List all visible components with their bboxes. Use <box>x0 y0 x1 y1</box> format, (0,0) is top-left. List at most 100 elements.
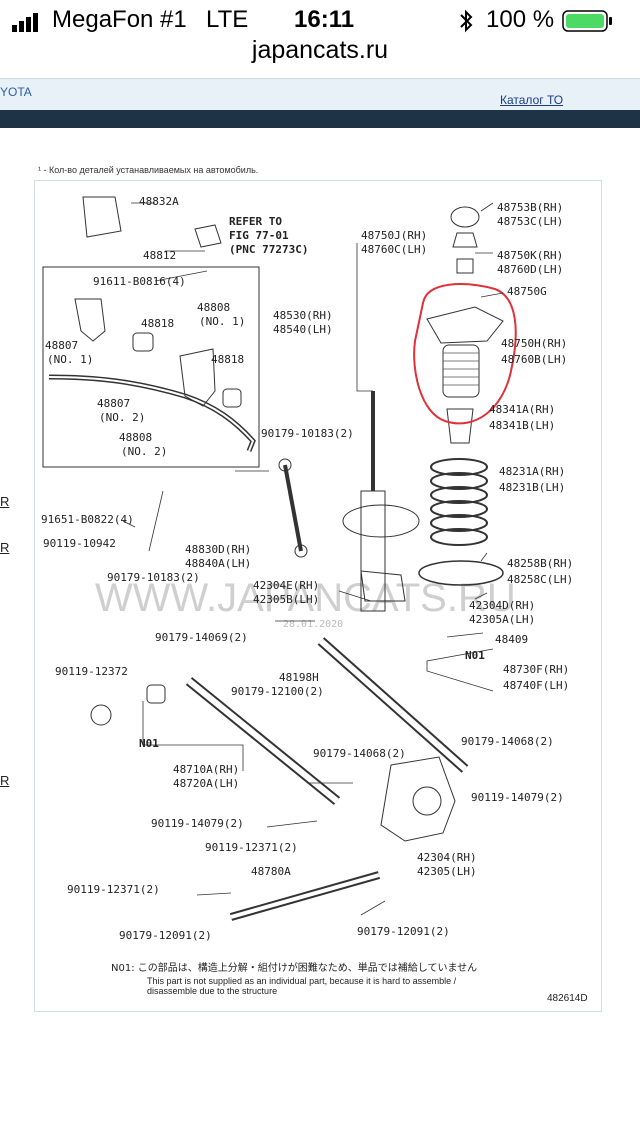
part-label: 90119-12371(2) <box>67 883 160 896</box>
bushing-shape <box>222 388 242 408</box>
n01-label: N01 <box>465 649 485 662</box>
watermark-date: 28.01.2020 <box>283 619 343 630</box>
part-label: 48832A <box>139 195 179 208</box>
part-label: (NO. 1) <box>47 353 93 366</box>
part-label: 48760C(LH) <box>361 243 427 256</box>
bracket-shape <box>194 224 222 248</box>
part-label: 48808 <box>119 431 152 444</box>
refer-text: (PNC 77273C) <box>229 243 308 256</box>
battery-percent: 100 % <box>486 6 555 33</box>
boot-shape <box>442 344 480 398</box>
refer-text: FIG 77-01 <box>229 229 289 242</box>
part-label: 48710A(RH) <box>173 763 239 776</box>
mount-shape <box>426 306 504 344</box>
left-edge-link[interactable]: R <box>0 773 10 788</box>
part-label: 90179-12091(2) <box>119 929 212 942</box>
part-label: 90179-14069(2) <box>155 631 248 644</box>
left-edge-link[interactable]: R <box>0 540 10 555</box>
cap-shape <box>450 206 480 228</box>
part-label: 48808 <box>197 301 230 314</box>
part-label: 90179-14068(2) <box>461 735 554 748</box>
n01-label: N01 <box>139 737 159 750</box>
signal-icon <box>12 13 38 32</box>
n01-note-en: This part is not supplied as an individu… <box>147 976 457 986</box>
watermark: WWW.JAPANCATS.RU <box>95 576 516 620</box>
part-label: 48341A(RH) <box>489 403 555 416</box>
nav-bar <box>0 110 640 128</box>
part-label: 42305A(LH) <box>469 613 535 626</box>
part-label: 42305(LH) <box>417 865 477 878</box>
bluetooth-icon <box>460 9 473 33</box>
part-label: (NO. 2) <box>99 411 145 424</box>
nut-shape <box>452 232 478 248</box>
part-label: 48750J(RH) <box>361 229 427 242</box>
part-label: 42305B(LH) <box>253 593 319 606</box>
part-label: 42304(RH) <box>417 851 477 864</box>
strut-bracket <box>360 570 406 602</box>
part-label: 90119-14079(2) <box>151 817 244 830</box>
part-label: 91651-B0822(4) <box>41 513 134 526</box>
part-label: 48780A <box>251 865 291 878</box>
part-label: 90179-14068(2) <box>313 747 406 760</box>
part-label: 48760D(LH) <box>497 263 563 276</box>
part-label: 48730F(RH) <box>503 663 569 676</box>
part-label: (NO. 1) <box>199 315 245 328</box>
part-label: 48720A(LH) <box>173 777 239 790</box>
knuckle-shape <box>380 756 456 842</box>
brand-fragment: YOTA <box>0 85 32 99</box>
part-label: 48818 <box>211 353 244 366</box>
part-label: 48231B(LH) <box>499 481 565 494</box>
part-label: 90179-12100(2) <box>231 685 324 698</box>
strut-body <box>360 490 386 612</box>
catalog-link[interactable]: Каталог ТО <box>500 93 564 107</box>
part-label: 90119-12372 <box>55 665 128 678</box>
spring-insulator <box>418 560 504 586</box>
url-bar[interactable]: japancats.ru <box>251 36 389 64</box>
highlight-circle <box>413 283 517 425</box>
part-label: 48760B(LH) <box>501 353 567 366</box>
part-label: 48258B(RH) <box>507 557 573 570</box>
part-label: 48807 <box>45 339 78 352</box>
left-edge-link[interactable]: R <box>0 494 10 509</box>
part-label: 48258C(LH) <box>507 573 573 586</box>
part-label: 90119-12371(2) <box>205 841 298 854</box>
carrier-name: MegaFon #1 <box>52 6 187 33</box>
parts-diagram: WWW.JAPANCATS.RU 28.01.2020 <box>34 180 602 1012</box>
part-label: 48840A(LH) <box>185 557 251 570</box>
footnote: ¹ - Кол-во деталей устанавливаемых на ав… <box>38 165 259 175</box>
part-label: 48750H(RH) <box>501 337 567 350</box>
n01-note-jp: N01: この部品は、構造上分解・組付けが困難なため、単品では補給していません <box>111 961 477 974</box>
part-label: 90179-12091(2) <box>357 925 450 938</box>
refer-text: REFER TO <box>229 215 282 228</box>
coil-spring <box>430 458 488 546</box>
part-label: 48540(LH) <box>273 323 333 336</box>
part-label: 48818 <box>141 317 174 330</box>
part-label: 48198H <box>279 671 319 684</box>
part-label: 90179-10183(2) <box>261 427 354 440</box>
bracket-shape <box>74 298 106 342</box>
network-type: LTE <box>206 6 249 33</box>
part-label: 90119-14079(2) <box>471 791 564 804</box>
part-label: 48830D(RH) <box>185 543 251 556</box>
part-label: 42304D(RH) <box>469 599 535 612</box>
bracket-shape <box>179 348 216 407</box>
part-label: 48807 <box>97 397 130 410</box>
part-label: 42304E(RH) <box>253 579 319 592</box>
n01-note-en: disassemble due to the structure <box>147 986 277 996</box>
part-label: 48530(RH) <box>273 309 333 322</box>
part-label: 48753B(RH) <box>497 201 563 214</box>
inset-box <box>42 266 260 468</box>
part-label: (NO. 2) <box>121 445 167 458</box>
part-label: 48812 <box>143 249 176 262</box>
link-rod <box>283 464 303 552</box>
washer-shape <box>90 704 112 726</box>
part-label: 48750G <box>507 285 547 298</box>
part-label: 48753C(LH) <box>497 215 563 228</box>
page-header: YOTA Каталог ТО <box>0 78 640 111</box>
clock: 16:11 <box>294 6 355 33</box>
part-label: 48409 <box>495 633 528 646</box>
part-label: 48740F(LH) <box>503 679 569 692</box>
part-label: 48750K(RH) <box>497 249 563 262</box>
part-label: 48341B(LH) <box>489 419 555 432</box>
spring-seat <box>342 504 420 538</box>
